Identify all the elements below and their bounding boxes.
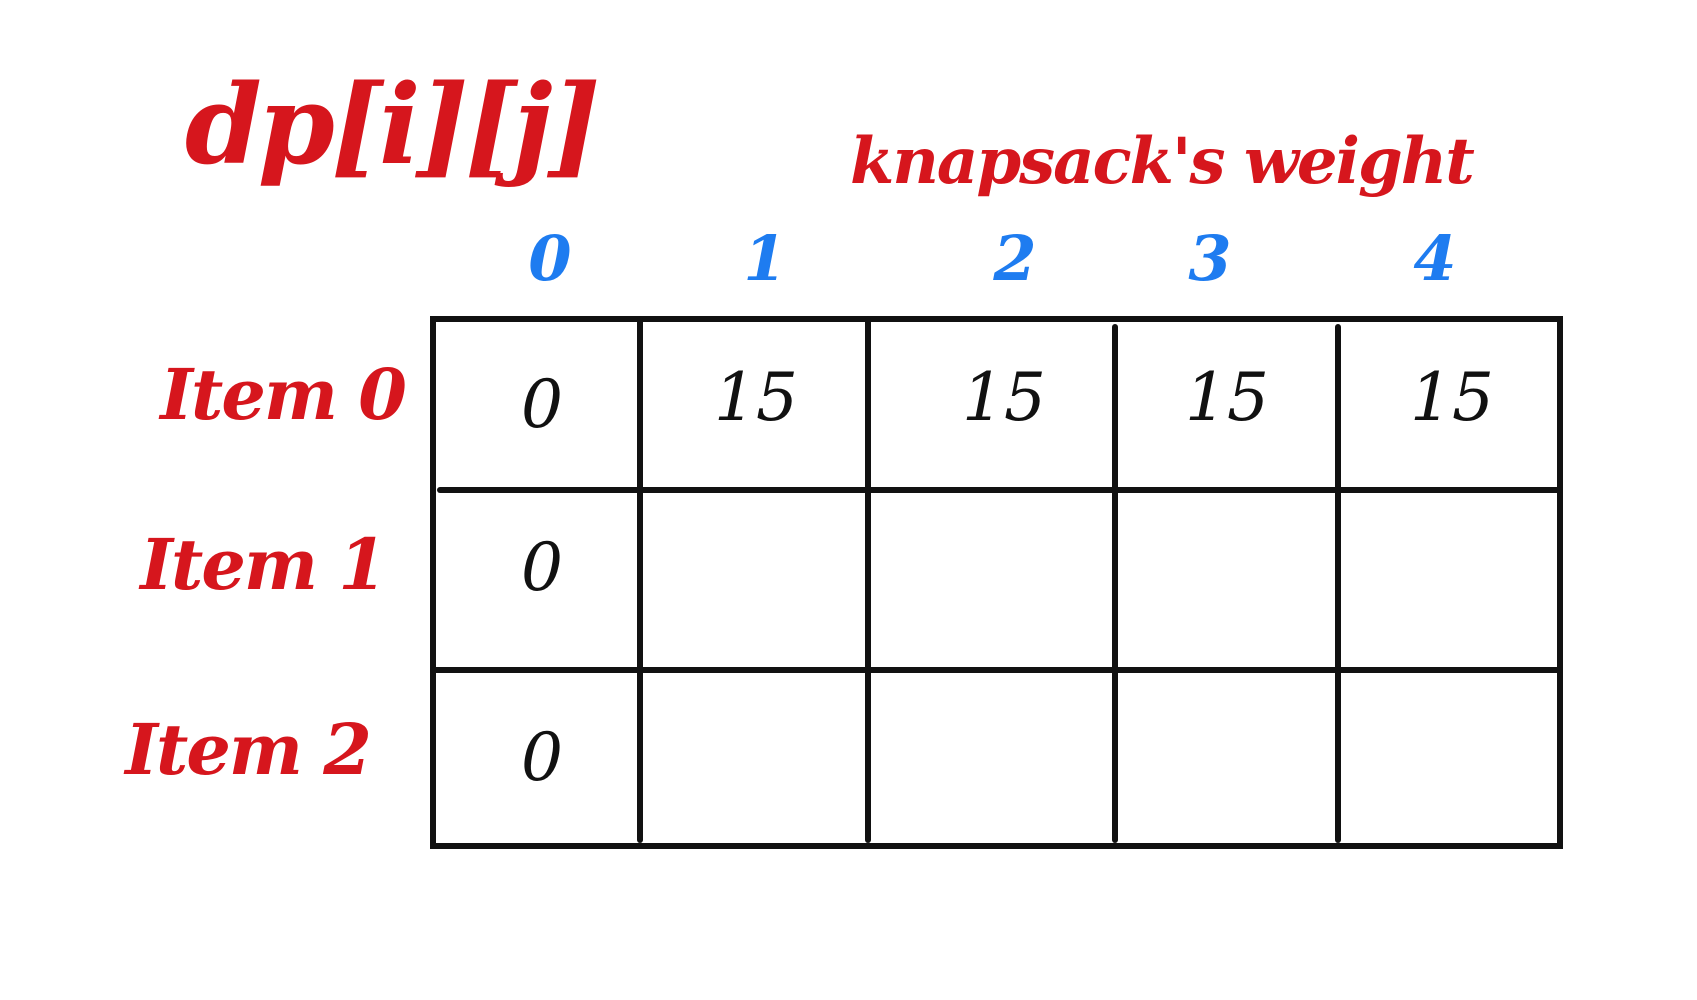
- cell-r0-c1: 15: [714, 359, 798, 436]
- column-index-0: 0: [528, 222, 572, 295]
- cell-r0-c4: 15: [1410, 359, 1494, 436]
- cell-r1-c0: 0: [521, 529, 563, 606]
- cell-r0-c0: 0: [521, 366, 563, 443]
- cell-r0-c3: 15: [1185, 359, 1269, 436]
- cell-r0-c2: 15: [962, 359, 1046, 436]
- row-label-item-2: Item 2: [125, 708, 372, 791]
- dp-title: dp[i][j]: [185, 60, 601, 189]
- row-label-item-1: Item 1: [140, 523, 387, 606]
- row-label-item-0: Item 0: [160, 353, 407, 436]
- cell-r2-c0: 0: [521, 719, 563, 796]
- column-index-2: 2: [993, 222, 1037, 295]
- column-index-4: 4: [1413, 222, 1457, 295]
- column-index-3: 3: [1188, 222, 1232, 295]
- axis-title-weight: knapsack's weight: [850, 124, 1475, 199]
- column-index-1: 1: [743, 222, 787, 295]
